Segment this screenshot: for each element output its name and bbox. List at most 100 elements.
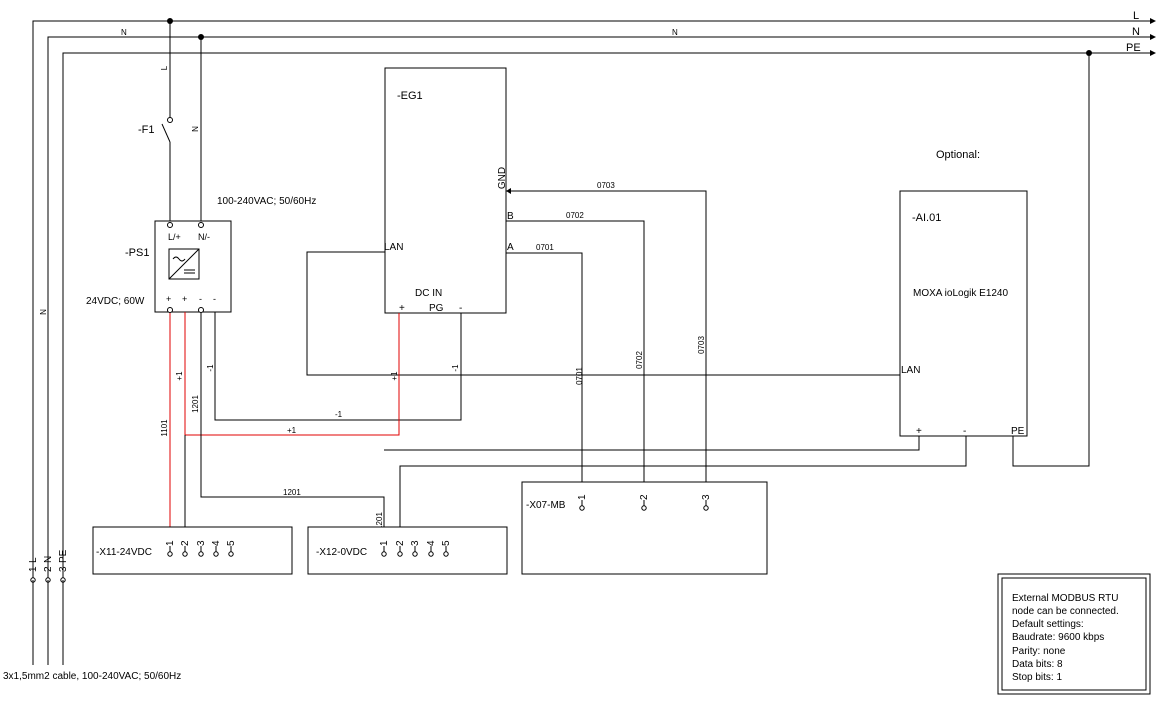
note-line-4: Baudrate: 9600 kbps [1012, 632, 1104, 643]
modbus-note: External MODBUS RTU node can be connecte… [997, 573, 1151, 695]
x07-terminal-3-label: 3 [701, 494, 712, 500]
ps1-terminal-minus-1 [198, 307, 204, 313]
gnd-arrow [506, 188, 511, 194]
bus-pe-label: PE [1126, 42, 1141, 54]
ps1-name: -PS1 [125, 247, 149, 259]
note-line-6: Data bits: 8 [1012, 659, 1063, 670]
supply-feed: 3x1,5mm2 cable, 100-240VAC; 50/60Hz [3, 580, 181, 682]
feed-terminal-2-label: 2 [43, 566, 54, 572]
feed-terminal-3-name: PE [58, 549, 69, 563]
eg1-pg-label: PG [429, 303, 444, 314]
feed-terminal-3-label: 3 [58, 566, 69, 572]
wire-pe-ai01 [1012, 53, 1090, 467]
ps1-input-rating: 100-240VAC; 50/60Hz [217, 196, 316, 207]
fuse-f1: -F1 L N [138, 21, 202, 221]
bus-l-arrow [1150, 18, 1156, 24]
feed-terminal-2-name: N [43, 556, 54, 563]
fuse-name: -F1 [138, 124, 155, 136]
wire-0703-vlabel: 0703 [697, 336, 706, 354]
bus-n-line [47, 36, 1150, 572]
x12-box [307, 526, 508, 575]
eg1-lan-label: LAN [384, 242, 403, 253]
wiring: 0703 0702 0701 0701 0702 0703 -1 -1 -1 +… [160, 53, 1090, 550]
eg1-plus-label: + [399, 303, 405, 314]
x11-terminal-2 [182, 551, 188, 557]
x11-terminal-4 [213, 551, 219, 557]
ps1-pin-minus-1: - [199, 294, 202, 304]
wire-m1-eg-label: -1 [451, 364, 460, 372]
bus-l-line [32, 20, 1150, 572]
wire-0702 [506, 220, 645, 503]
ai01-plus-label: + [916, 426, 922, 437]
note-line-3: Default settings: [1012, 619, 1084, 630]
terminal-x07: -X07-MB [521, 481, 768, 575]
ai01-optional: Optional: [936, 149, 980, 161]
eg1-b-label: B [507, 211, 514, 222]
x12-terminal-5 [443, 551, 449, 557]
wire-p1-vlabel: +1 [175, 371, 184, 381]
wire-m1-hlabel: -1 [335, 410, 343, 419]
x12-terminal-2-label: 2 [395, 540, 406, 546]
eg1-minus-label: - [459, 303, 462, 314]
note-outer-frame [997, 573, 1151, 695]
wire-0701-label: 0701 [536, 243, 554, 252]
wire-1201 [200, 313, 385, 550]
ps1-pin-plus-2: + [182, 294, 187, 304]
wire-0701 [506, 252, 583, 503]
x11-box [92, 526, 293, 575]
x12-terminal-3 [412, 551, 418, 557]
ps1-terminal-n [198, 222, 204, 228]
feed-terminal-1-label: 1 [28, 566, 39, 572]
note-line-5: Parity: none [1012, 646, 1066, 657]
wire-ai01-minus [399, 436, 967, 550]
fuse-switch-blade [161, 123, 171, 143]
note-line-1: External MODBUS RTU [1012, 593, 1119, 604]
x07-name: -X07-MB [526, 500, 566, 511]
x07-terminal-1-label: 1 [577, 494, 588, 500]
bus-l-label: L [1133, 10, 1139, 22]
x12-terminal-3-label: 3 [410, 540, 421, 546]
wire-0703-label: 0703 [597, 181, 615, 190]
wire-m1 [214, 312, 462, 421]
ps1-pin-n: N/- [198, 232, 210, 242]
x12-terminal-2 [397, 551, 403, 557]
wire-0702-label: 0702 [566, 211, 584, 220]
eg1-a-label: A [507, 242, 514, 253]
gateway-eg1: -EG1 GND B A LAN DC IN + PG - [384, 67, 514, 314]
note-inner-frame [1001, 577, 1147, 691]
eg1-name: -EG1 [397, 90, 423, 102]
l-drop-label: L [160, 65, 169, 70]
terminal-x12: -X12-0VDC [307, 526, 508, 575]
ps1-terminal-plus-1 [167, 307, 173, 313]
x11-terminal-1 [167, 551, 173, 557]
wire-ai01-plus [384, 436, 920, 451]
ps1-pin-minus-2: - [213, 294, 216, 304]
fuse-contact-top [167, 117, 173, 123]
x12-terminal-1-label: 1 [379, 540, 390, 546]
power-supply-ps1: L/+ N/- + + - - -PS1 100-240VAC; 50/60Hz… [86, 196, 316, 313]
wire-p1 [184, 312, 400, 436]
x07-box [521, 481, 768, 575]
ps1-terminal-l [167, 222, 173, 228]
ps1-pin-l: L/+ [168, 232, 181, 242]
x11-terminal-5-label: 5 [226, 540, 237, 546]
eg1-dcin-label: DC IN [415, 288, 442, 299]
wire-1201-label: 1201 [191, 395, 200, 413]
feed-terminal-1-name: L [28, 557, 39, 563]
ai01-minus-label: - [963, 426, 966, 437]
eg1-gnd-label: GND [497, 167, 508, 189]
x07-terminal-2-label: 2 [639, 494, 650, 500]
wire-1101-label: 1101 [160, 419, 169, 437]
n-drop-label: N [191, 126, 200, 132]
bus-pe-line [62, 52, 1150, 572]
wire-p1-hlabel: +1 [287, 426, 297, 435]
ps1-output-rating: 24VDC; 60W [86, 296, 145, 307]
wire-m1-vlabel: -1 [206, 364, 215, 372]
bus-n-label: N [1132, 26, 1140, 38]
converter-icon [168, 248, 200, 280]
note-line-7: Stop bits: 1 [1012, 672, 1062, 683]
bus-n-mark-left: N [121, 28, 127, 37]
x12-name: -X12-0VDC [316, 547, 367, 558]
x12-terminal-1 [381, 551, 387, 557]
